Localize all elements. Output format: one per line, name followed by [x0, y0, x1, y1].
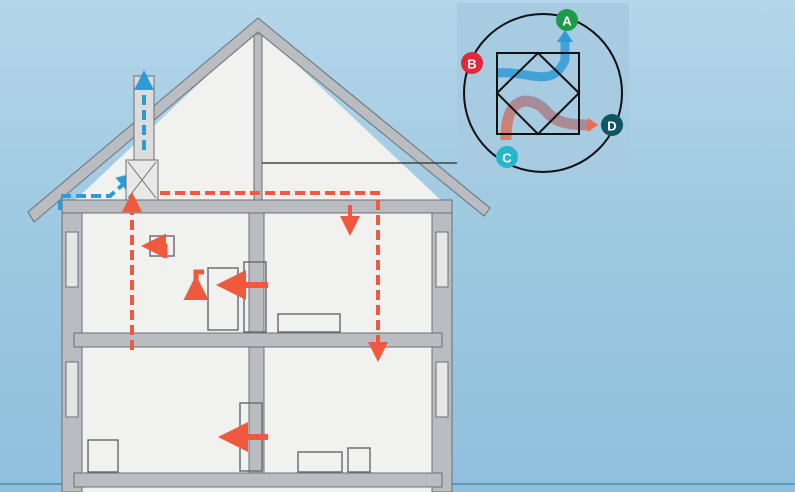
window-right-lower	[435, 361, 449, 418]
heat-exchanger-inset: A B C D	[457, 3, 629, 176]
ducts	[58, 70, 388, 452]
port-b-label: B	[467, 57, 476, 72]
register-airflow-arrow	[141, 233, 168, 259]
port-b-badge	[461, 52, 483, 74]
port-d-label: D	[607, 119, 616, 134]
stove	[87, 439, 119, 473]
inset-circle	[463, 13, 623, 173]
roof	[27, 17, 491, 223]
exhaust-flow-path	[500, 95, 591, 141]
bed	[277, 313, 341, 333]
port-c-badge	[496, 146, 518, 168]
supply-duct-arrow	[160, 191, 388, 362]
house	[27, 17, 491, 492]
interior-wall-upper	[248, 212, 265, 334]
window-left-upper	[65, 231, 79, 288]
bathroom-airflow-arrow	[183, 269, 209, 300]
port-d-badge	[601, 114, 623, 136]
first-floor	[73, 332, 443, 348]
port-a-label: A	[562, 14, 572, 29]
intake-air-arrow	[58, 172, 137, 210]
supply-flow-path	[496, 40, 570, 82]
inset-panel	[457, 3, 629, 176]
table	[297, 451, 343, 473]
chair	[347, 447, 371, 473]
window-left-lower	[65, 361, 79, 418]
attic-post	[253, 33, 263, 201]
ceiling	[61, 199, 453, 214]
exchanger-diamond	[495, 51, 581, 136]
ground-floor	[73, 472, 443, 488]
port-c-label: C	[502, 151, 512, 166]
port-a-badge	[556, 9, 578, 31]
window-right-upper	[435, 231, 449, 288]
interior-wall-lower	[248, 346, 265, 474]
